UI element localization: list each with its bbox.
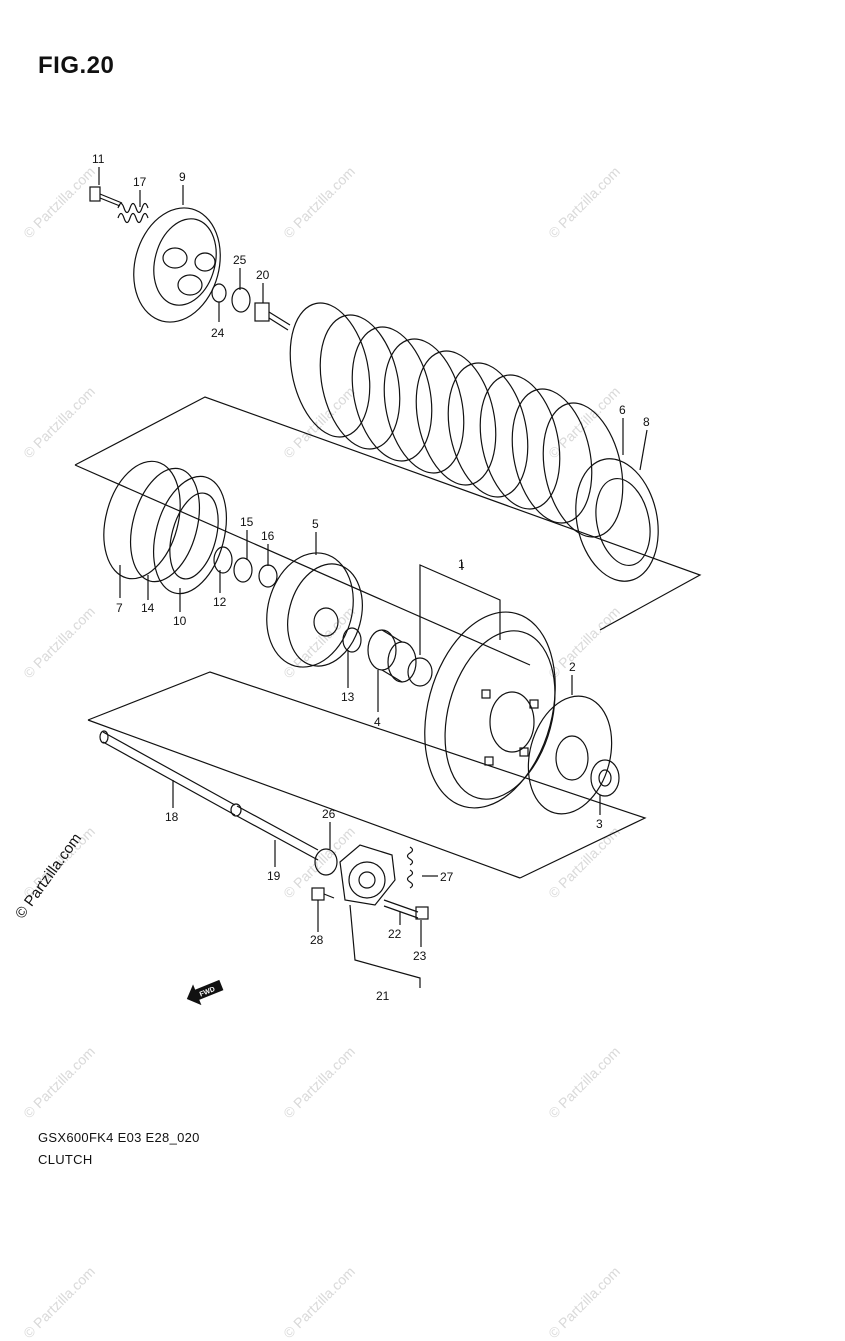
callout-21: 21 — [376, 989, 390, 1003]
watermark-text: © Partzilla.com — [545, 1263, 624, 1341]
callout-20: 20 — [256, 268, 270, 282]
release-cylinder-part-21 — [339, 844, 396, 906]
spring-plate-part-14 — [130, 467, 200, 583]
screw-part-22 — [383, 899, 419, 919]
sleeve-hub-part-5 — [266, 552, 363, 668]
washer-part-16 — [258, 564, 278, 588]
washer-part-3 — [590, 759, 620, 797]
callout-26: 26 — [322, 807, 336, 821]
footer-model-code: GSX600FK4 E03 E28_020 — [38, 1130, 200, 1145]
callout-12: 12 — [213, 595, 227, 609]
bolt-part-11 — [89, 186, 123, 207]
callout-5: 5 — [312, 517, 319, 531]
clutch-plate-stack — [289, 302, 659, 582]
callout-9: 9 — [179, 170, 186, 184]
watermark-text: © Partzilla.com — [20, 1263, 99, 1341]
nut-part-12 — [213, 546, 233, 574]
washer-part-15 — [233, 557, 253, 583]
callout-24: 24 — [211, 326, 225, 340]
callout-17: 17 — [133, 175, 147, 189]
callout-19: 19 — [267, 869, 281, 883]
callout-1: 1 — [458, 557, 465, 571]
callout-22: 22 — [388, 927, 402, 941]
callout-2: 2 — [569, 660, 576, 674]
push-rod-part-18 — [99, 730, 236, 816]
washer-part-13 — [342, 627, 362, 653]
group-outline-lower — [87, 671, 647, 879]
callout-13: 13 — [341, 690, 355, 704]
callout-10: 10 — [173, 614, 187, 628]
pressure-plate-part-9 — [133, 207, 221, 323]
bolt-part-28 — [311, 887, 335, 901]
callout-6: 6 — [619, 403, 626, 417]
callout-25: 25 — [233, 253, 247, 267]
washer-part-24 — [211, 283, 227, 303]
bearing-part-4 — [367, 629, 433, 687]
callout-7: 7 — [116, 601, 123, 615]
plate-part-10 — [153, 475, 227, 595]
callout-11: 11 — [92, 152, 105, 166]
spring-part-27 — [406, 846, 414, 889]
footer-section-name: CLUTCH — [38, 1152, 93, 1167]
nut-part-23 — [415, 906, 429, 920]
callout-18: 18 — [165, 810, 179, 824]
callout-28: 28 — [310, 933, 324, 947]
rod-part-20 — [254, 302, 291, 331]
callout-3: 3 — [596, 817, 603, 831]
figure-title: FIG.20 — [38, 52, 115, 79]
callout-4: 4 — [374, 715, 381, 729]
plate-part-7 — [103, 460, 181, 580]
callout-15: 15 — [240, 515, 254, 529]
watermark-text: © Partzilla.com — [280, 1263, 359, 1341]
callout-14: 14 — [141, 601, 155, 615]
oil-seal-part-26 — [314, 848, 338, 876]
group-outline-upper — [74, 396, 702, 631]
push-rod-part-19 — [230, 803, 319, 861]
spacer-part-2 — [527, 695, 613, 815]
fwd-arrow-icon: FWD — [186, 979, 224, 1006]
callout-23: 23 — [413, 949, 427, 963]
bearing-part-25 — [231, 287, 251, 313]
callout-16: 16 — [261, 529, 275, 543]
callout-8: 8 — [643, 415, 650, 429]
callout-27: 27 — [440, 870, 454, 884]
primary-driven-gear-part-1 — [424, 611, 556, 809]
spring-part-17 — [117, 202, 149, 224]
clutch-exploded-diagram: 11 17 9 25 20 24 6 8 5 15 16 1 7 14 12 1… — [74, 152, 702, 1006]
